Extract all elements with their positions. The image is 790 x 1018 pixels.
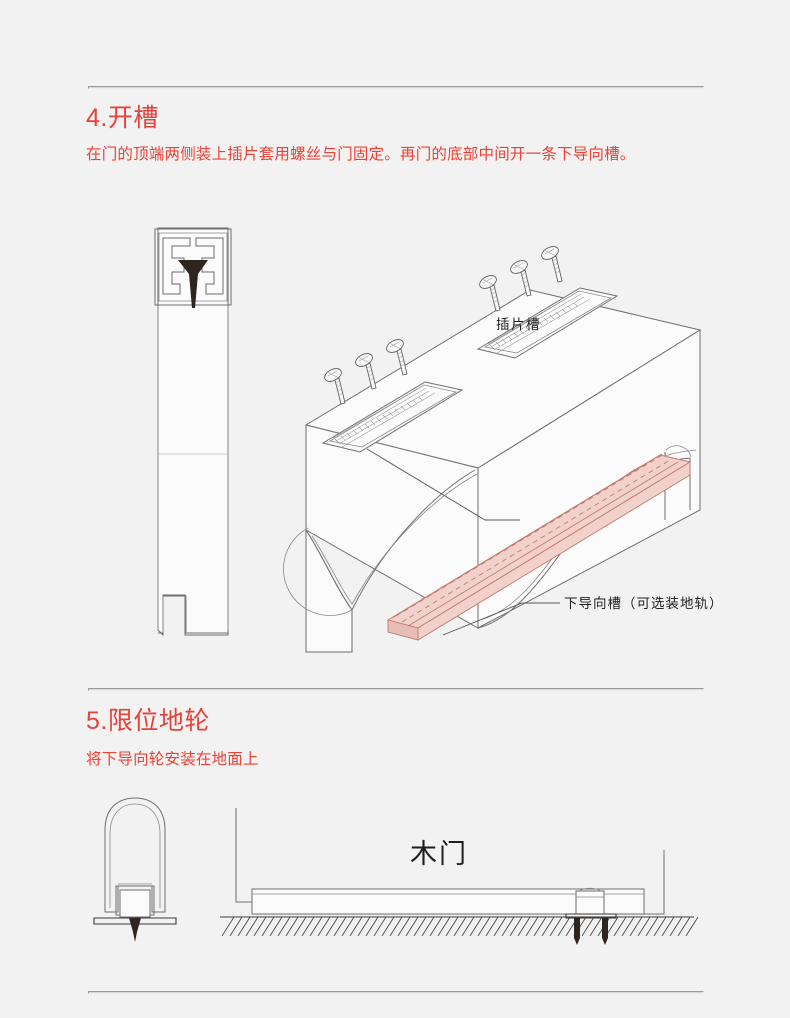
screw-left-1: [324, 368, 346, 405]
lower-guide-groove: [386, 453, 692, 641]
screw-right-2: [510, 260, 532, 297]
floor-roller-figure: 木门: [88, 790, 702, 955]
lower-groove-leader: [442, 602, 560, 636]
step-5-body: 将下导向轮安装在地面上: [86, 751, 259, 768]
insert-slot-leader: [366, 448, 520, 521]
label-insert-slot: 插片槽: [496, 317, 541, 332]
door-section-elevation: [154, 227, 232, 637]
label-wood-door: 木门: [410, 839, 468, 869]
step-4-body: 在门的顶端两侧装上插片套用螺丝与门固定。再门的底部中间开一条下导向槽。: [86, 146, 636, 163]
screw-left-3: [386, 339, 408, 376]
label-lower-guide-groove: 下导向槽（可选装地轨）: [564, 596, 724, 611]
screw-right-1: [479, 275, 501, 312]
insert-slot-right: [476, 287, 619, 359]
screw-left-2: [355, 353, 377, 390]
insert-slot-left: [321, 381, 464, 453]
section-divider-bottom: [88, 991, 704, 994]
previous-step-figure-fragment: [0, 0, 790, 20]
floor-roller-assembly: [565, 887, 617, 945]
door-slot-isometric-figure: 插片槽 下导向槽（可选装地轨）: [130, 200, 723, 653]
step-4-heading: 4.开槽: [86, 104, 159, 132]
section-divider-middle: [88, 688, 704, 691]
door-floor-elevation: [220, 808, 699, 945]
step-5-heading: 5.限位地轮: [86, 707, 210, 735]
section-divider-top: [88, 86, 704, 89]
door-block-isometric: [283, 246, 702, 653]
screw-right-3: [541, 246, 563, 283]
door-bottom-section: [93, 797, 177, 942]
